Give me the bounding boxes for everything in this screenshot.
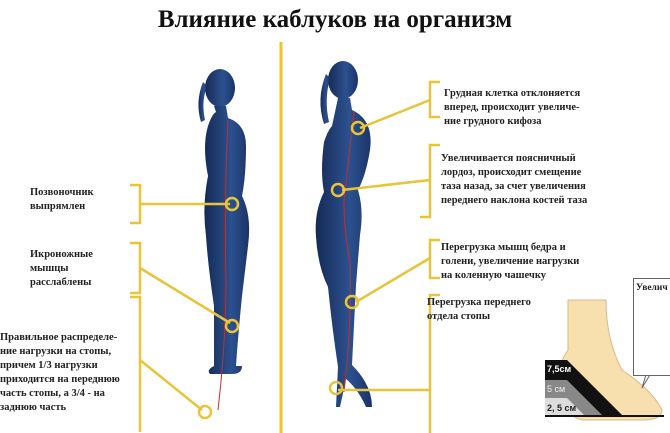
label-thigh-overload: Перегрузка мышц бедра и голени, увеличен… <box>441 242 580 281</box>
heel-label-7-5: 7,5см <box>547 364 572 374</box>
heels-figure <box>315 61 372 407</box>
foot-callout: Увелич нагрузк переди часть с 2,5см - 5с… <box>633 278 670 376</box>
label-calves-relaxed: Икроножные мышцы расслаблены <box>30 249 93 288</box>
label-chest-kyphosis: Грудная клетка отклоняется вперед, проис… <box>444 88 581 127</box>
label-forefoot-overload: Перегрузка переднего отдела стопы <box>427 297 531 322</box>
heel-label-5: 5 см <box>547 384 566 394</box>
upright-figure <box>198 69 250 411</box>
foot-inset <box>545 299 664 421</box>
heel-label-2-5: 2, 5 см <box>547 403 577 413</box>
label-load-distribution: Правильное распределе- ние нагрузки на с… <box>0 332 120 413</box>
label-spine-straight: Позвоночник выпрямлен <box>30 187 94 212</box>
page-title: Влияние каблуков на организм <box>157 6 513 33</box>
pointer-lines <box>130 80 440 433</box>
label-lumbar-lordosis: Увеличивается поясничный лордоз, происхо… <box>441 153 588 206</box>
